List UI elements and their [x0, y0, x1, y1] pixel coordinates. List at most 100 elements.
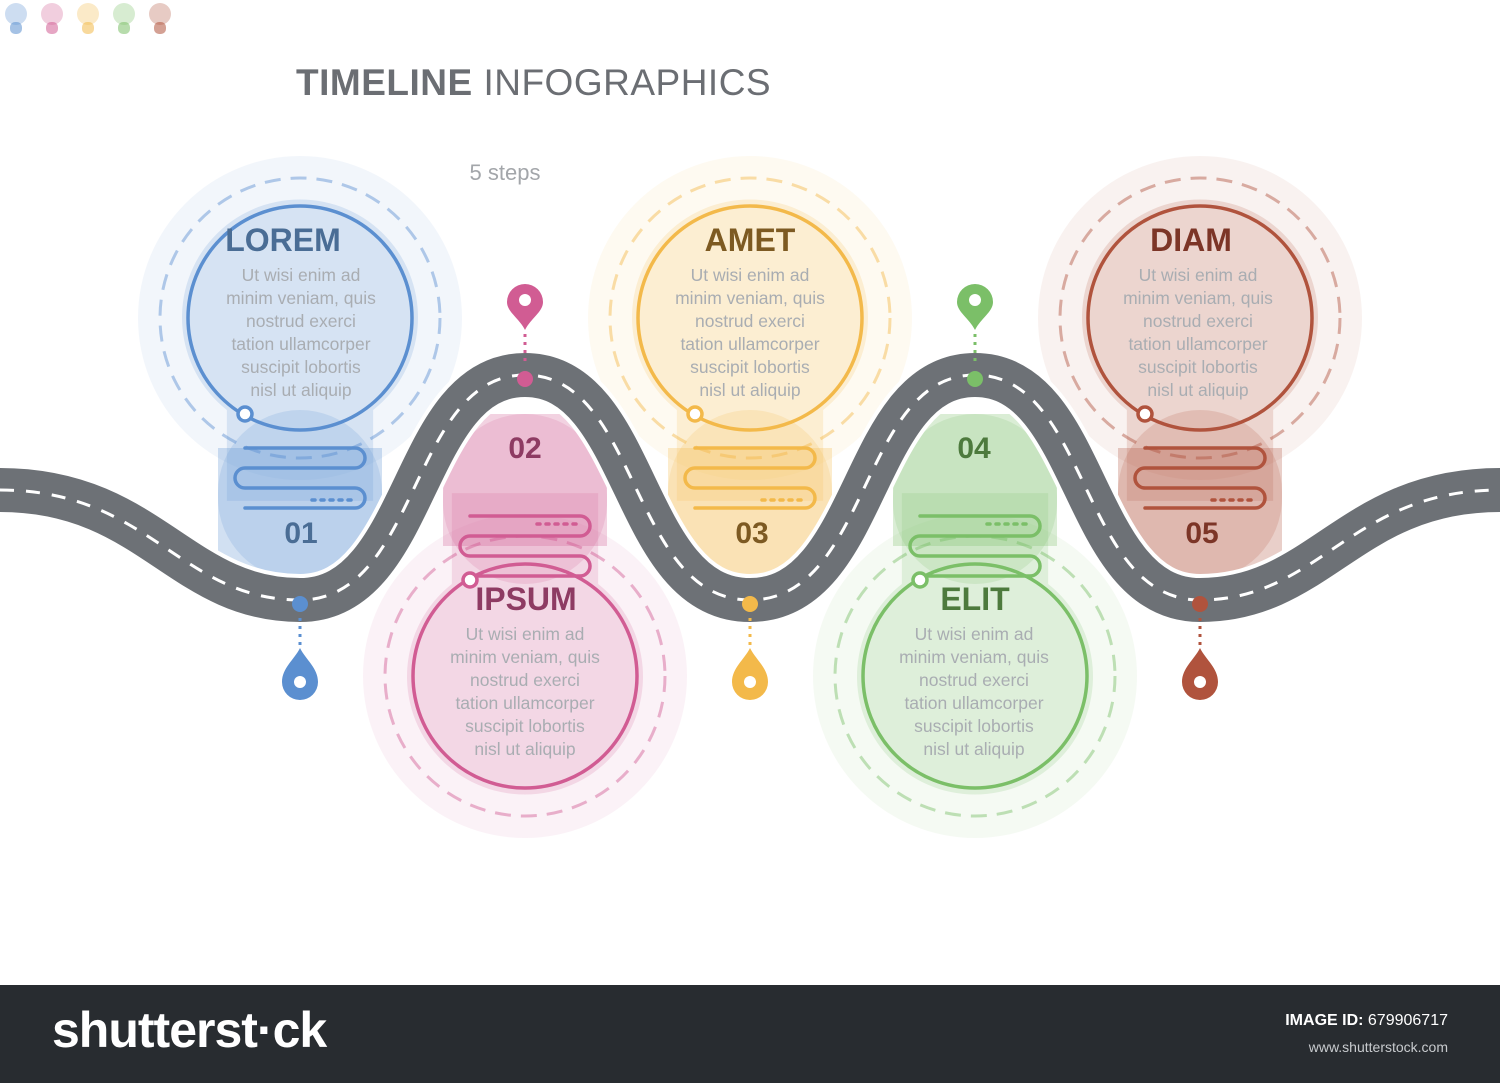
mini-bulb-4-base	[118, 22, 130, 34]
step-2-halo	[363, 514, 687, 838]
step-2-line: suscipit lobortis	[465, 716, 585, 736]
step-4-pin-icon	[957, 284, 993, 330]
step-2-title: IPSUM	[475, 581, 577, 617]
title-bold: TIMELINE	[296, 62, 473, 103]
step-3-bulb-base-fill	[668, 410, 832, 580]
step-1-dashed-ring	[158, 176, 442, 460]
image-id-label: IMAGE ID:	[1285, 1012, 1364, 1029]
step-1-text: Ut wisi enim ad minim veniam, quis nostr…	[186, 264, 416, 402]
step-4-bulb-fill	[857, 493, 1094, 795]
mini-bulb-3-head	[77, 3, 99, 25]
step-3-halo	[588, 156, 912, 480]
step-5-title: DIAM	[1150, 222, 1232, 258]
step-5-number: 05	[1185, 517, 1219, 550]
image-id-value: 679906717	[1367, 1012, 1448, 1029]
step-3-ring	[636, 204, 864, 432]
step-5-pin-hole	[1194, 676, 1206, 688]
mini-bulb-2-head	[41, 3, 63, 25]
step-1-bulb	[138, 156, 462, 580]
step-3-bulb-fill	[632, 199, 868, 501]
step-5-bulb-base-fill	[1118, 410, 1282, 580]
step-5-bulb	[1038, 156, 1362, 580]
title-light: INFOGRAPHICS	[483, 62, 772, 103]
step-1-number: 01	[284, 517, 318, 550]
step-1-bulb-base-fill	[218, 410, 382, 580]
step-4-line: tation ullamcorper	[904, 693, 1044, 713]
step-5-dashed-ring	[1058, 176, 1342, 460]
step-1-line: minim veniam, quis	[226, 288, 376, 308]
step-1-pin-icon	[281, 648, 318, 701]
step-4-line: nisl ut aliquip	[923, 739, 1025, 759]
step-2-line: nisl ut aliquip	[474, 739, 576, 759]
step-1-line: nostrud exerci	[246, 311, 356, 331]
mini-bulb-3	[77, 3, 99, 34]
step-4-title: ELIT	[940, 581, 1010, 617]
step-3-line: tation ullamcorper	[680, 334, 820, 354]
step-4-ring	[861, 562, 1089, 790]
step-3-number: 03	[735, 517, 769, 550]
step-3-line: minim veniam, quis	[675, 288, 825, 308]
step-4-text: Ut wisi enim ad minim veniam, quis nostr…	[859, 623, 1089, 761]
step-5-road-dot	[1192, 596, 1208, 612]
step-3-line: suscipit lobortis	[690, 357, 810, 377]
step-2-line: tation ullamcorper	[455, 693, 595, 713]
mini-bulb-4-head	[113, 3, 135, 25]
step-4-pin	[957, 284, 993, 387]
step-2-filament-node	[461, 571, 479, 589]
step-5-line: nisl ut aliquip	[1147, 380, 1249, 400]
site-url: www.shutterstock.com	[1308, 1039, 1448, 1055]
step-5-line: suscipit lobortis	[1138, 357, 1258, 377]
step-2-pin	[507, 284, 543, 387]
step-1-line: Ut wisi enim ad	[241, 265, 361, 285]
mini-bulb-5	[149, 3, 171, 34]
mini-bulbs-legend	[5, 3, 171, 34]
step-5-line: tation ullamcorper	[1128, 334, 1268, 354]
step-3-bulb	[588, 156, 912, 580]
mini-bulb-4	[113, 3, 135, 34]
step-1-road-dot	[292, 596, 308, 612]
shutterstock-logo: shutterst·ck	[52, 1002, 327, 1058]
image-id: IMAGE ID: 679906717	[1285, 1012, 1448, 1030]
footer-bar: shutterst·ck IMAGE ID: 679906717 www.shu…	[0, 985, 1500, 1083]
subtitle: 5 steps	[469, 160, 541, 185]
step-4-filament-node	[911, 571, 929, 589]
step-1-title: LOREM	[225, 222, 341, 258]
step-1-filament-node	[236, 405, 254, 423]
mini-bulb-1-base	[10, 22, 22, 34]
infographic-canvas	[0, 156, 1500, 838]
step-2-road-dot	[517, 371, 533, 387]
step-1-line: tation ullamcorper	[231, 334, 371, 354]
infographic-stage: TIMELINE INFOGRAPHICS 5 steps LOREM Ut w…	[0, 3, 1500, 838]
step-3-filament	[683, 446, 817, 510]
mini-bulb-1	[5, 3, 27, 34]
step-3-filament-node	[686, 405, 704, 423]
step-5-filament	[1133, 446, 1267, 510]
step-4-bulb	[813, 414, 1137, 838]
step-1-line: nisl ut aliquip	[250, 380, 352, 400]
step-2-pin-hole	[519, 294, 531, 306]
step-3-text: Ut wisi enim ad minim veniam, quis nostr…	[635, 264, 865, 402]
step-3-line: Ut wisi enim ad	[690, 265, 810, 285]
step-3-dashed-ring	[608, 176, 892, 460]
step-2-bulb-base-fill	[443, 414, 607, 584]
step-4-line: minim veniam, quis	[899, 647, 1049, 667]
step-4-filament	[908, 514, 1042, 578]
step-5-line: Ut wisi enim ad	[1138, 265, 1258, 285]
step-3-pin-icon	[732, 648, 768, 700]
step-5-line: nostrud exerci	[1143, 311, 1253, 331]
step-2-filament	[458, 514, 592, 578]
step-2-line: nostrud exerci	[470, 670, 580, 690]
step-1-ring	[186, 204, 414, 432]
step-1-bulb-fill	[181, 199, 418, 501]
page-title: TIMELINE INFOGRAPHICS	[296, 62, 771, 104]
step-2-ring	[411, 562, 639, 790]
step-5-pin	[1182, 596, 1218, 700]
step-5-pin-icon	[1182, 648, 1218, 700]
step-2-text: Ut wisi enim ad minim veniam, quis nostr…	[410, 623, 640, 761]
step-4-halo	[813, 514, 1137, 838]
step-5-ring	[1086, 204, 1314, 432]
step-3-title: AMET	[704, 222, 796, 258]
step-5-text: Ut wisi enim ad minim veniam, quis nostr…	[1083, 264, 1313, 402]
step-4-bulb-base-fill	[893, 414, 1057, 584]
mini-bulb-2	[41, 3, 63, 34]
